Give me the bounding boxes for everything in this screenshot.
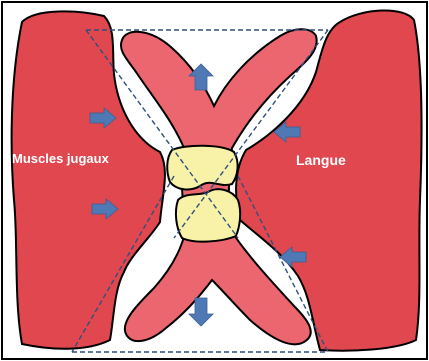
label-muscles-jugaux: Muscles jugaux [12,151,110,166]
upper-tooth-shape [167,146,237,190]
label-langue: Langue [296,152,346,168]
lower-tooth-shape [176,189,240,241]
